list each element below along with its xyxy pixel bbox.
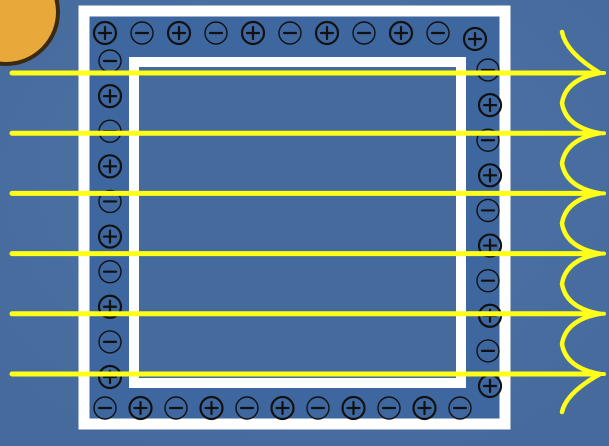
frame-inner-border (134, 62, 461, 383)
